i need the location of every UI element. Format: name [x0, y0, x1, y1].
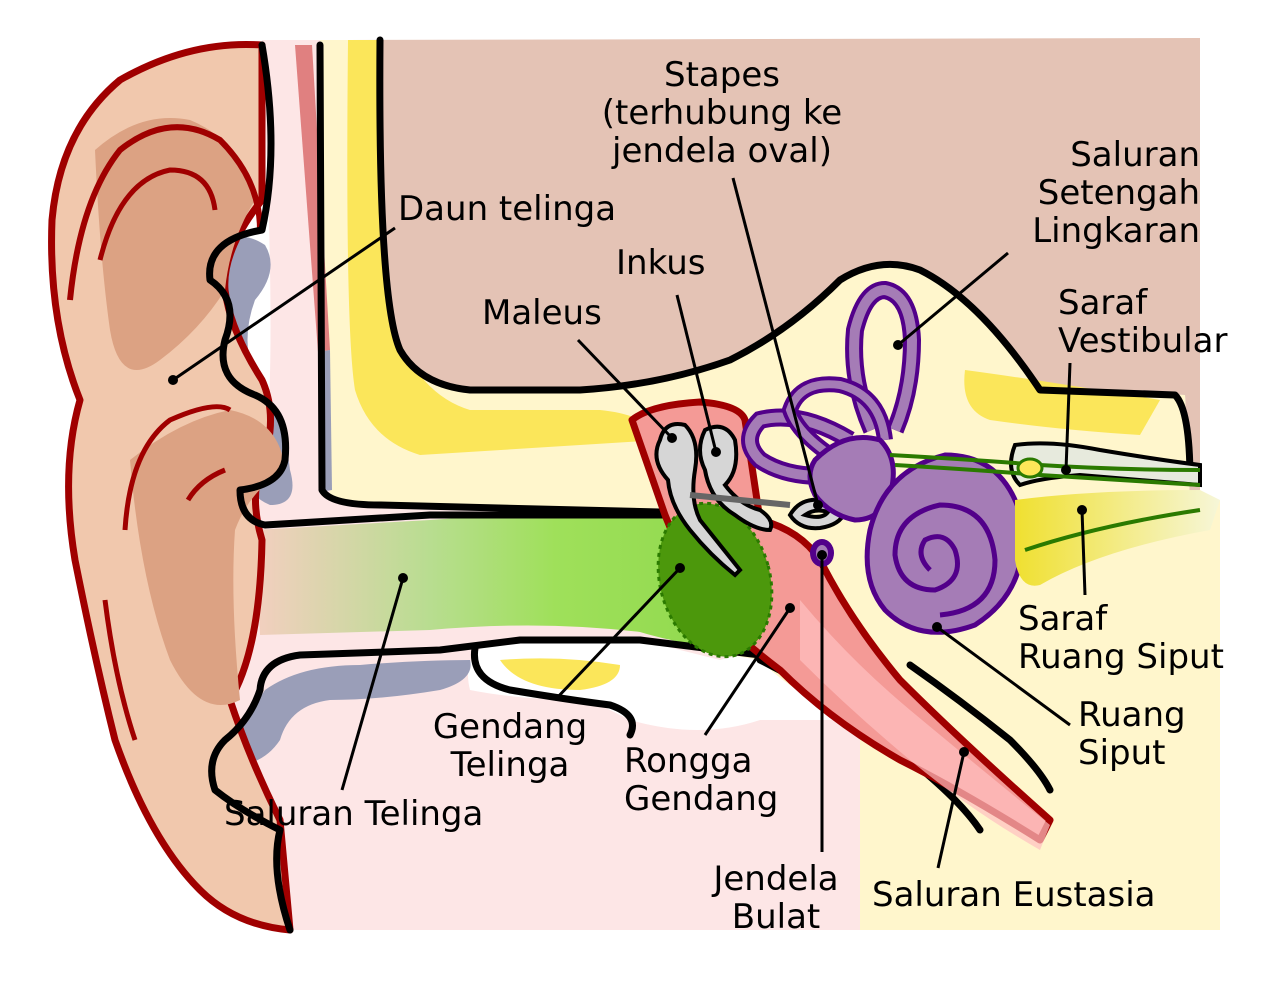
label-gendang-telinga-line1: Gendang: [433, 707, 587, 747]
labyrinth: [741, 280, 922, 485]
ear-canal: [255, 513, 755, 649]
leader-gendang-telinga: [553, 566, 682, 702]
bone-yellow-lower: [500, 658, 620, 690]
label-jendela-bulat-line1: Jendela: [711, 859, 838, 899]
dot-inkus: [711, 447, 721, 457]
dot-gendang-telinga: [675, 563, 685, 573]
pinna-tragus-line: [185, 467, 226, 502]
cartilage-lower: [215, 660, 471, 766]
label-saraf-vestibular-line2: Vestibular: [1058, 321, 1227, 361]
canal-upper-wall: [206, 41, 669, 529]
label-gendang-telinga-line2: Telinga: [450, 745, 570, 785]
cochlea-spiral: [892, 502, 998, 618]
label-saraf-vestibular-line1: Saraf: [1058, 283, 1148, 323]
label-saluran-setengah-line2: Setengah: [1038, 173, 1200, 213]
dot-ruang-siput: [932, 622, 942, 632]
dot-daun-telinga: [168, 375, 178, 385]
dot-saluran-setengah: [893, 340, 903, 350]
pinna-fold-lower: [130, 410, 285, 705]
eustachian-wall-lower: [906, 661, 1054, 794]
petrous-bone-cream: [320, 40, 1220, 930]
bone-yellow-right: [964, 370, 1160, 435]
ossicle-ligament: [689, 492, 791, 508]
dot-maleus: [667, 433, 677, 443]
label-saraf-ruang-siput-line2: Ruang Siput: [1018, 637, 1224, 677]
pinna-fold-outer: [95, 118, 255, 370]
label-stapes-line3: jendela oval): [611, 131, 832, 171]
dot-jendela-bulat: [817, 550, 827, 560]
label-maleus: Maleus: [482, 293, 602, 333]
label-saluran-eustasia: Saluran Eustasia: [872, 875, 1156, 915]
pinna-antihelix-line: [97, 167, 218, 261]
pinna-helix-line: [67, 124, 263, 301]
eustachian-tube-highlight: [800, 600, 1050, 850]
pinna-concha-line: [122, 404, 232, 531]
canal-lower-wall: [208, 636, 764, 934]
malleus: [654, 422, 743, 578]
label-stapes-line1: Stapes: [664, 55, 780, 95]
labels: Daun telinga Stapes (terhubung ke jendel…: [224, 55, 1227, 937]
leader-maleus: [576, 338, 674, 440]
label-inkus: Inkus: [616, 243, 705, 283]
temporal-bone: [350, 38, 1200, 500]
label-jendela-bulat-line2: Bulat: [732, 897, 821, 937]
leader-rongga-gendang: [703, 607, 792, 736]
label-daun-telinga: Daun telinga: [398, 189, 616, 229]
vestibular-ganglion: [1016, 457, 1044, 479]
label-saraf-ruang-siput-line1: Saraf: [1018, 599, 1108, 639]
leaders: [168, 177, 1087, 869]
label-saluran-setengah-line3: Lingkaran: [1032, 211, 1200, 251]
dot-saraf-ruang-siput: [1077, 505, 1087, 515]
leader-daun-telinga: [172, 226, 396, 382]
leader-stapes: [731, 177, 820, 506]
lower-bone-wall: [470, 644, 636, 739]
dot-stapes: [813, 500, 823, 510]
leader-saluran-setengah: [897, 251, 1009, 347]
leader-saraf-vestibular: [1064, 362, 1072, 471]
leader-saluran-telinga: [340, 577, 405, 791]
leader-inkus: [675, 294, 718, 453]
label-ruang-siput-line2: Siput: [1078, 733, 1166, 773]
canal-skin-pink: [230, 40, 860, 930]
dot-saraf-vestibular: [1061, 465, 1071, 475]
label-saluran-setengah-line1: Saluran: [1070, 135, 1200, 175]
label-saluran-telinga: Saluran Telinga: [224, 794, 483, 834]
pinna-lobule-line: [102, 599, 138, 741]
leader-saraf-ruang-siput: [1080, 509, 1087, 596]
dot-saluran-telinga: [398, 573, 408, 583]
skull-cavity-wall: [376, 36, 1194, 484]
semicircular-canal-lateral-fill: [785, 380, 889, 474]
label-stapes-line2: (terhubung ke: [602, 93, 842, 133]
nerve-line-3: [1024, 508, 1201, 552]
label-rongga-gendang-line1: Rongga: [624, 741, 752, 781]
dot-rongga-gendang: [785, 603, 795, 613]
label-rongga-gendang-line2: Gendang: [624, 779, 778, 819]
leader-ruang-siput: [936, 625, 1071, 727]
skull-inner-wall: [316, 41, 664, 516]
semicircular-canal-superior-fill: [849, 284, 918, 433]
semicircular-canal-posterior-fill: [745, 412, 853, 481]
label-ruang-siput-line1: Ruang: [1078, 695, 1186, 735]
leader-saluran-eustasia: [936, 751, 966, 869]
dot-saluran-eustasia: [959, 747, 969, 757]
